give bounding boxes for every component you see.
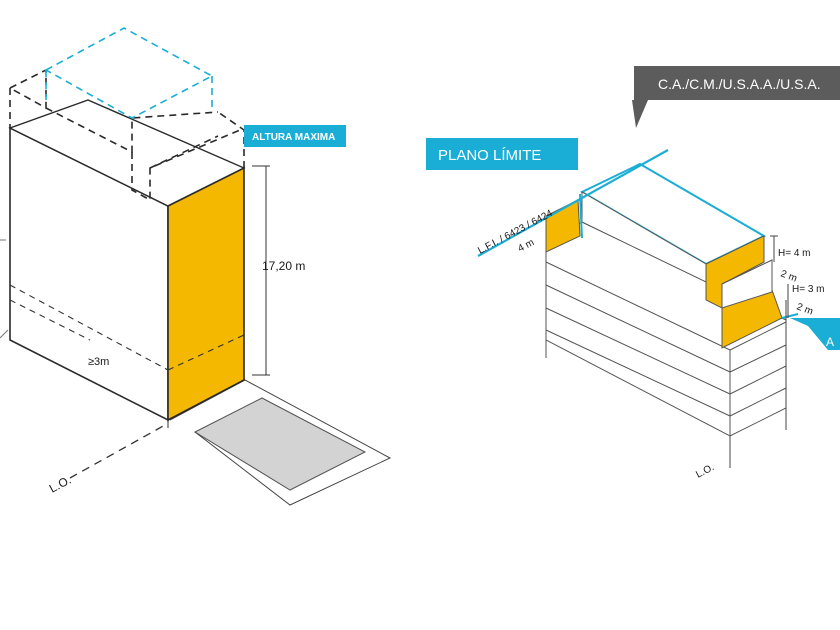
lfi-label: L.F.I. / 6423 / 6424 [476,208,555,257]
ca-cm-tag [632,66,840,128]
step-dimensions [729,235,789,468]
height-label: 17,20 m [262,259,305,273]
hidden-lines [9,284,245,371]
cut-tag [790,318,840,350]
depth-label: 4 m [516,237,536,255]
altura-maxima-tag [244,125,346,147]
h1-label: H= 4 m [778,248,811,259]
ca-cm-label: C.A./C.M./U.S.A.A./U.S.A. [658,76,821,92]
s2-label: 2 m [795,301,814,317]
lo-label-left: L.O. [47,473,74,496]
s1-label: 2 m [779,268,798,284]
h2-label: H= 3 m [792,284,825,295]
plano-limite-line [477,149,669,257]
setback-label: ≥3m [88,356,109,368]
sidewalk-shadow [193,397,367,491]
right-building-diagram: C.A./C.M./U.S.A.A./U.S.A. PLANO LÍMITE [426,66,840,481]
left-building-diagram: ALTURA MAXIMA 17,20 m ≥3m L.O. [0,27,392,506]
floor-lines [545,240,787,436]
cut-tag-label: A [826,335,834,349]
height-dimension [252,165,270,376]
upper-volume-blue-dashed [44,27,214,119]
altura-maxima-label: ALTURA MAXIMA [252,132,335,143]
step-white-ledge [721,259,773,309]
max-height-face [167,166,245,422]
lo-line [69,424,166,479]
lo-label-right: L.O. [694,462,716,481]
plano-limite-label: PLANO LÍMITE [438,147,541,164]
plano-limite-tag [426,138,578,170]
